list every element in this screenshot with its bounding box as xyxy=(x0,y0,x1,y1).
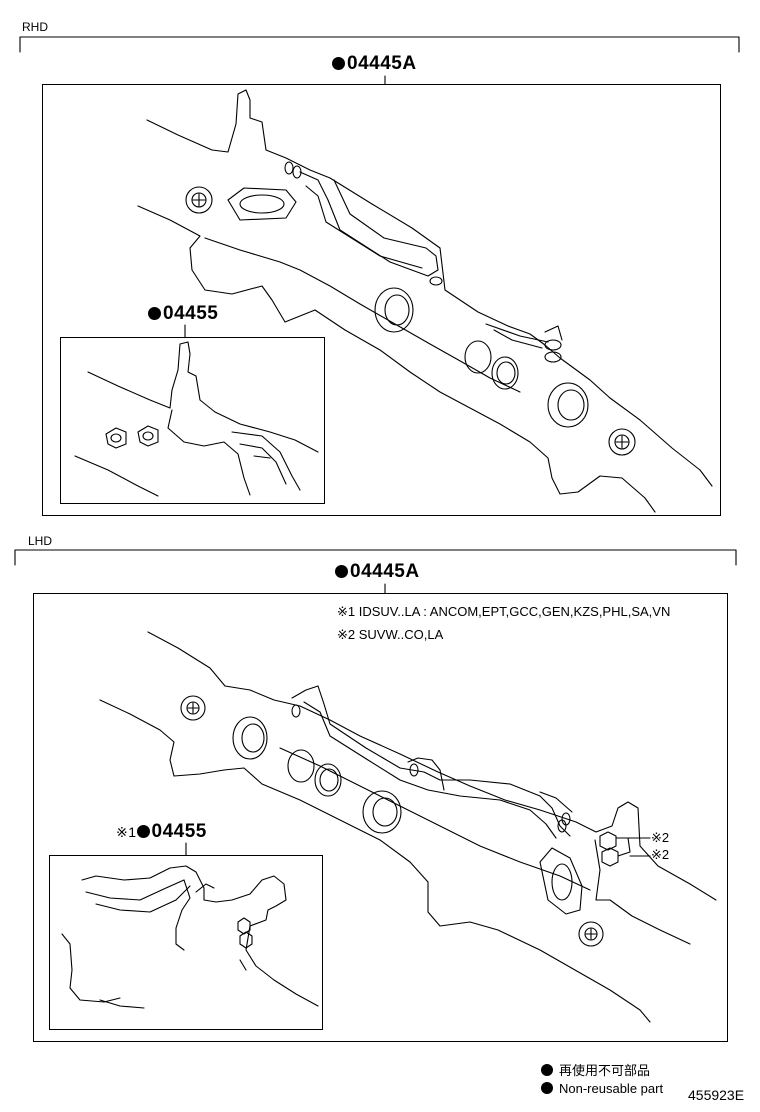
rhd-plug-left xyxy=(185,186,213,214)
lhd-gasket xyxy=(539,847,583,915)
rhd-plug-right xyxy=(608,428,636,456)
rhd-o-ring-1 xyxy=(464,340,492,374)
non-reusable-dot-icon xyxy=(332,57,345,70)
lhd-sub-bolt-1 xyxy=(237,917,251,935)
rhd-oil-seal-2 xyxy=(547,382,589,428)
rhd-sub-kit-frame xyxy=(60,337,325,504)
rhd-sub-kit-label: 04455 xyxy=(148,303,218,325)
lhd-sub-bolt-2 xyxy=(239,931,253,949)
lhd-main-kit-number: 04445A xyxy=(350,561,420,582)
lhd-note-2: ※2 SUVW..CO,LA xyxy=(337,627,444,642)
non-reusable-dot-icon xyxy=(148,307,161,320)
lhd-o-ring-1 xyxy=(287,749,315,783)
rhd-oil-seal-1 xyxy=(374,287,414,333)
legend-item-english: Non-reusable part xyxy=(541,1081,663,1096)
rhd-sub-kit-number: 04455 xyxy=(163,303,219,324)
lhd-gear-housing xyxy=(99,631,717,1023)
rhd-sub-kit-art xyxy=(74,341,319,497)
lhd-callout-2: ※2 xyxy=(651,847,670,862)
lhd-oil-seal-1 xyxy=(232,716,268,760)
lhd-sub-kit-art xyxy=(61,865,319,1009)
rhd-kit-frame xyxy=(42,84,721,516)
rhd-main-kit-number: 04445A xyxy=(347,53,417,74)
lhd-section-bracket xyxy=(14,549,737,566)
rhd-gasket xyxy=(227,187,297,221)
non-reusable-dot-icon xyxy=(335,565,348,578)
rhd-small-bolt-2 xyxy=(137,425,159,447)
diagram-id: 455923E xyxy=(688,1087,745,1103)
legend-item-japanese: 再使用不可部品 xyxy=(541,1060,650,1079)
lhd-sub-kit-prefix: ※1 xyxy=(116,824,137,840)
lhd-callout-1: ※2 xyxy=(651,830,670,845)
lhd-bolt-pair xyxy=(599,831,651,867)
lhd-sub-kit-number: 04455 xyxy=(151,821,207,842)
rhd-gear-housing xyxy=(137,89,713,513)
lhd-o-ring-2 xyxy=(314,763,342,797)
lhd-main-kit-label: 04445A xyxy=(335,561,420,583)
rhd-small-bolt-1 xyxy=(105,427,127,449)
non-reusable-dot-icon xyxy=(541,1064,553,1076)
rhd-main-kit-label: 04445A xyxy=(332,53,417,75)
lhd-section-label: LHD xyxy=(28,534,53,548)
legend-text-japanese: 再使用不可部品 xyxy=(559,1063,651,1078)
legend-text-english: Non-reusable part xyxy=(559,1081,664,1096)
rhd-section-bracket xyxy=(19,36,740,53)
lhd-sub-kit-label: ※1 04455 xyxy=(116,821,207,843)
lhd-oil-seal-2 xyxy=(362,790,402,834)
lhd-plug-left xyxy=(180,695,206,721)
rhd-section-label: RHD xyxy=(22,20,48,34)
non-reusable-dot-icon xyxy=(541,1082,553,1094)
lhd-plug-right xyxy=(578,921,604,947)
lhd-kit-frame xyxy=(33,593,728,1042)
lhd-note-1: ※1 IDSUV..LA : ANCOM,EPT,GCC,GEN,KZS,PHL… xyxy=(337,604,671,619)
non-reusable-dot-icon xyxy=(136,825,150,838)
rhd-o-ring-2 xyxy=(491,356,519,390)
